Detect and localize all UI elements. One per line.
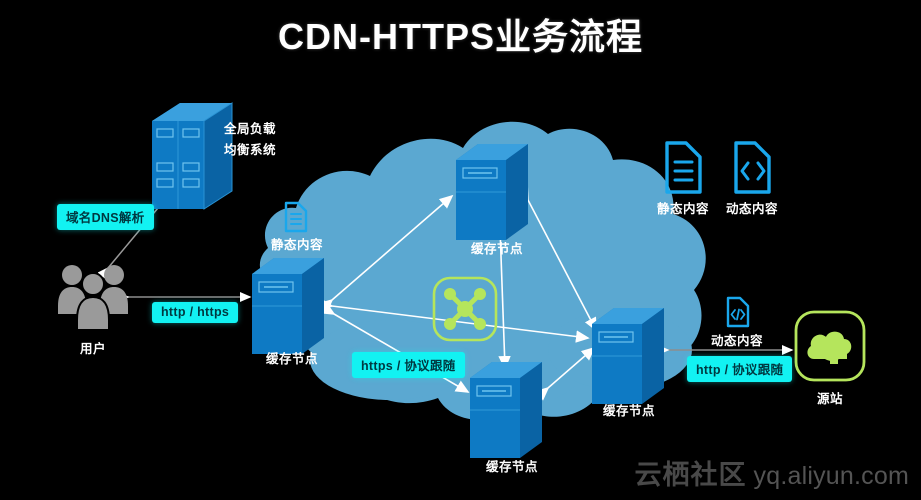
static-content-label: 静态内容: [270, 238, 323, 252]
dynamic-content-label: 动态内容: [710, 334, 763, 348]
watermark: 云栖社区 yq.aliyun.com: [635, 453, 909, 492]
server-icon: [252, 258, 324, 354]
badge-origin-http: http / 协议跟随: [687, 356, 793, 382]
origin-label: 源站: [816, 392, 843, 406]
gslb-label: 全局负载 均衡系统: [224, 118, 276, 158]
server-icon: [470, 362, 542, 458]
cache-node-right-label: 缓存节点: [602, 404, 655, 418]
cache-node-top-label: 缓存节点: [470, 242, 523, 256]
watermark-url: yq.aliyun.com: [753, 462, 909, 490]
badge-cdn-https: https / 协议跟随: [352, 352, 465, 378]
cloud-upload-icon: [794, 310, 866, 382]
badge-dns-resolution: 域名DNS解析: [57, 204, 154, 230]
document-lines-icon: [665, 141, 702, 194]
document-code-icon: [734, 141, 771, 194]
cdn-internal-links: [318, 186, 597, 401]
document-lines-icon: [284, 201, 308, 233]
cache-node-left-label: 缓存节点: [265, 352, 318, 366]
network-mesh-icon: [432, 276, 498, 342]
gslb-label-line2: 均衡系统: [224, 143, 277, 157]
legend-label-dynamic: 动态内容: [725, 202, 778, 216]
badge-user-http: http / https: [152, 302, 239, 323]
server-icon: [592, 308, 664, 404]
document-code-icon: [726, 296, 750, 328]
user-label: 用户: [79, 342, 106, 356]
legend-label-static: 静态内容: [656, 202, 709, 216]
cache-node-bottom-label: 缓存节点: [485, 460, 538, 474]
watermark-brand: 云栖社区: [634, 460, 747, 490]
server-rack-icon: [152, 102, 233, 210]
users-icon: [58, 265, 128, 331]
gslb-label-line1: 全局负载: [224, 122, 277, 136]
page-title: CDN-HTTPS业务流程: [278, 16, 643, 57]
server-icon: [456, 144, 528, 240]
